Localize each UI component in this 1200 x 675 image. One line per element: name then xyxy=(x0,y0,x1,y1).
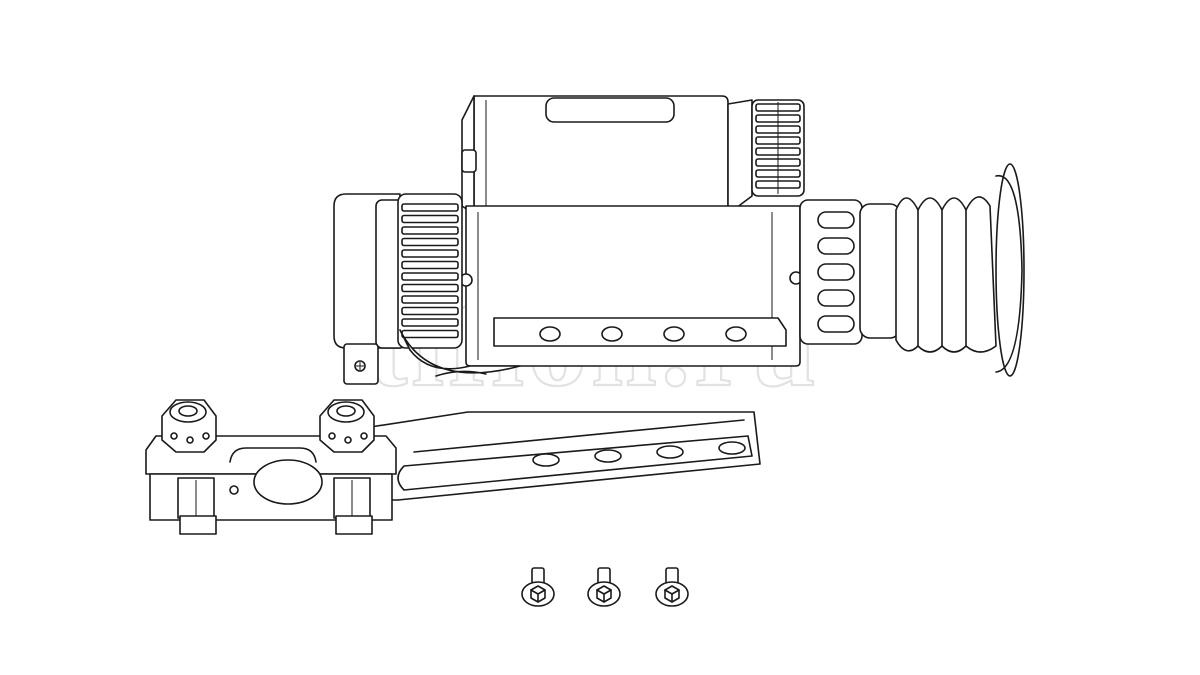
main-body xyxy=(459,205,803,367)
mounting-bracket xyxy=(145,399,761,535)
rubber-eyecup xyxy=(895,163,1025,377)
side-button xyxy=(461,149,477,173)
top-window xyxy=(545,97,675,123)
clamp-knob-left xyxy=(161,399,217,453)
hex-screw-icon xyxy=(587,567,621,607)
screws xyxy=(521,567,689,607)
rear-focus-knob xyxy=(727,99,805,215)
hex-screw-icon xyxy=(521,567,555,607)
eyepiece xyxy=(799,163,1025,377)
hex-screw-icon xyxy=(655,567,689,607)
front-lens xyxy=(333,193,521,385)
top-housing xyxy=(461,95,729,215)
monocular-device xyxy=(333,95,1025,385)
bracket-center-hole xyxy=(253,459,323,505)
picatinny-rail xyxy=(493,317,787,347)
clamp-knob-right xyxy=(319,399,375,453)
bracket-arm xyxy=(363,411,761,501)
